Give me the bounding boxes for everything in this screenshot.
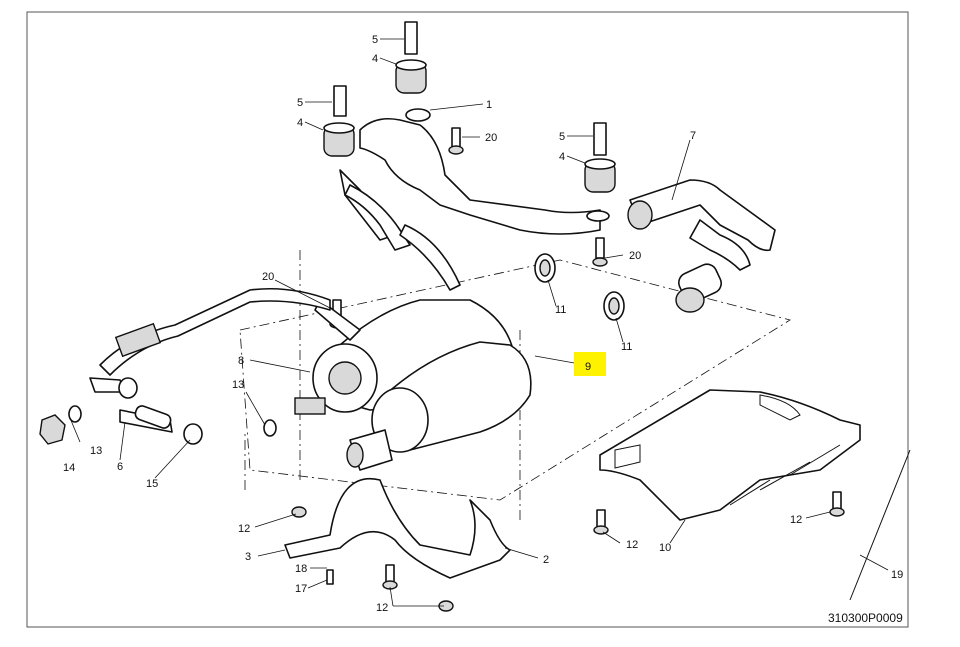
- callout-5: 5: [297, 97, 303, 109]
- callout-13: 13: [90, 445, 102, 457]
- callout-20: 20: [629, 250, 641, 262]
- callout-12: 12: [790, 514, 802, 526]
- heat-shield: [599, 389, 861, 521]
- callout-19: 19: [891, 569, 903, 581]
- callout-20: 20: [485, 132, 497, 144]
- bolt-12-left-a: [291, 506, 307, 518]
- callout-9: 9: [585, 361, 591, 373]
- callout-18: 18: [295, 563, 307, 575]
- lower-clamp-bracket: [284, 299, 511, 579]
- callout-7: 7: [690, 130, 696, 142]
- seal-13-left: [68, 405, 82, 423]
- callout-12: 12: [376, 602, 388, 614]
- rubber-mount-center: [395, 21, 427, 94]
- callout-8: 8: [238, 355, 244, 367]
- bolt-12-bottom-a: [382, 564, 398, 590]
- callout-11: 11: [555, 304, 566, 316]
- bolt-12-shield-a: [593, 509, 609, 535]
- rubber-mount-left: [323, 85, 355, 157]
- callout-14: 14: [63, 462, 75, 474]
- diagram-reference-code: 310300P0009: [828, 611, 903, 625]
- callout-2: 2: [543, 554, 549, 566]
- callout-12: 12: [626, 539, 638, 551]
- bolt-17: [326, 569, 334, 585]
- assembly-boundary-line: [239, 259, 792, 501]
- callout-6: 6: [117, 461, 123, 473]
- upper-clamp-bracket: [344, 184, 461, 291]
- frame-diagonal-line: [849, 449, 911, 601]
- callout-5: 5: [559, 131, 565, 143]
- callout-17: 17: [295, 583, 307, 595]
- grommet-11-upper: [534, 253, 556, 283]
- fuel-pump-front: [346, 341, 532, 471]
- hose-15: [134, 405, 203, 445]
- callout-4: 4: [559, 151, 565, 163]
- fuel-line-6: [89, 287, 331, 433]
- rubber-mount-right: [584, 122, 616, 193]
- callout-12: 12: [238, 523, 250, 535]
- callout-15: 15: [146, 478, 158, 490]
- callout-9-highlight: [574, 352, 606, 376]
- cap-nut-14: [39, 414, 66, 445]
- callout-13: 13: [232, 379, 244, 391]
- diagram-border: [26, 11, 909, 628]
- callout-4: 4: [372, 53, 378, 65]
- callout-20: 20: [262, 271, 274, 283]
- leader-lines: [69, 38, 889, 607]
- callout-3: 3: [245, 551, 251, 563]
- callout-5: 5: [372, 34, 378, 46]
- callout-4: 4: [297, 117, 303, 129]
- seal-13-right: [263, 419, 277, 437]
- assembly-axis-lines: [244, 250, 521, 520]
- callout-labels: 5 4 5 4 5 4 1 20 7 20 20 8 9 11 11 13 13…: [63, 34, 903, 625]
- bolt-12-shield-b: [829, 491, 845, 517]
- fuel-line-7: [627, 179, 776, 313]
- callout-1: 1: [486, 99, 492, 111]
- grommet-11-lower: [603, 291, 625, 321]
- bolt-20-right: [592, 237, 608, 267]
- callout-11: 11: [621, 341, 632, 353]
- bolt-20-upper: [448, 127, 464, 155]
- callout-10: 10: [659, 542, 671, 554]
